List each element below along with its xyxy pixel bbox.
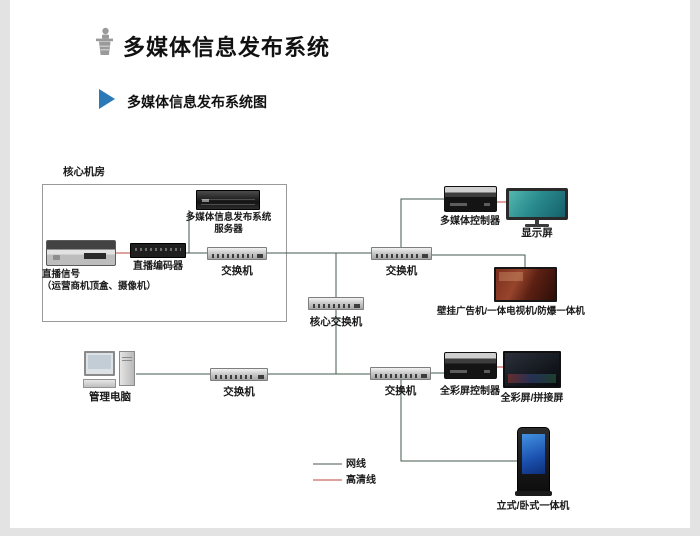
encoder-label: 直播编码器 xyxy=(133,261,183,272)
live-source-device xyxy=(46,240,116,266)
page-background xyxy=(10,0,690,528)
presenter-podium-icon xyxy=(92,27,116,58)
display-screen-label: 显示屏 xyxy=(521,227,553,239)
pc-keyboard-icon xyxy=(83,379,116,388)
server-label: 多媒体信息发布系统 服务器 xyxy=(158,212,299,237)
right-switch-top-device xyxy=(371,247,432,260)
wall-ad-label: 壁挂广告机/一体电视机/防爆一体机 xyxy=(437,306,585,317)
bottom-switch-label: 交换机 xyxy=(223,386,255,398)
core-room-label: 核心机房 xyxy=(63,166,105,178)
legend-network-label: 网线 xyxy=(346,459,366,470)
management-pc-label: 管理电脑 xyxy=(89,391,131,403)
pc-tower-icon xyxy=(119,351,135,386)
live-source-label: 直播信号 （运营商机顶盒、摄像机） xyxy=(42,269,202,294)
right-switch-bottom-label: 交换机 xyxy=(384,385,417,397)
display-screen-device xyxy=(506,188,568,220)
management-pc-device xyxy=(83,351,136,389)
display-screen-panel xyxy=(506,188,568,220)
multimedia-controller-label: 多媒体控制器 xyxy=(440,216,500,227)
server-device xyxy=(196,190,260,210)
right-switch-bottom-device xyxy=(370,367,431,380)
pc-monitor-icon xyxy=(84,351,115,376)
server-label-line2: 服务器 xyxy=(214,224,243,236)
kiosk-device xyxy=(515,427,552,496)
room-switch-device xyxy=(207,247,267,260)
live-source-label-line2: （运营商机顶盒、摄像机） xyxy=(42,281,157,293)
section-subtitle: 多媒体信息发布系统图 xyxy=(127,94,267,110)
live-source-label-line1: 直播信号 xyxy=(42,269,81,280)
kiosk-screen-panel xyxy=(522,434,545,474)
page-title: 多媒体信息发布系统 xyxy=(123,35,331,60)
bottom-switch-device xyxy=(210,368,268,381)
legend-hd-label: 高清线 xyxy=(346,475,376,486)
wall-ad-device xyxy=(494,267,557,302)
section-marker-triangle-icon xyxy=(99,89,115,109)
encoder-device xyxy=(130,243,186,258)
core-switch-label: 核心交换机 xyxy=(309,316,363,328)
multimedia-controller-device xyxy=(444,186,497,212)
kiosk-label: 立式/卧式一体机 xyxy=(496,501,570,512)
right-switch-top-label: 交换机 xyxy=(385,265,418,277)
core-switch-device xyxy=(308,297,364,310)
fullcolor-controller-device xyxy=(444,352,497,379)
room-switch-label: 交换机 xyxy=(221,265,253,277)
server-label-line1: 多媒体信息发布系统 xyxy=(185,212,272,223)
fullcolor-screen-device xyxy=(503,351,561,388)
fullcolor-screen-label: 全彩屏/拼接屏 xyxy=(500,393,564,404)
